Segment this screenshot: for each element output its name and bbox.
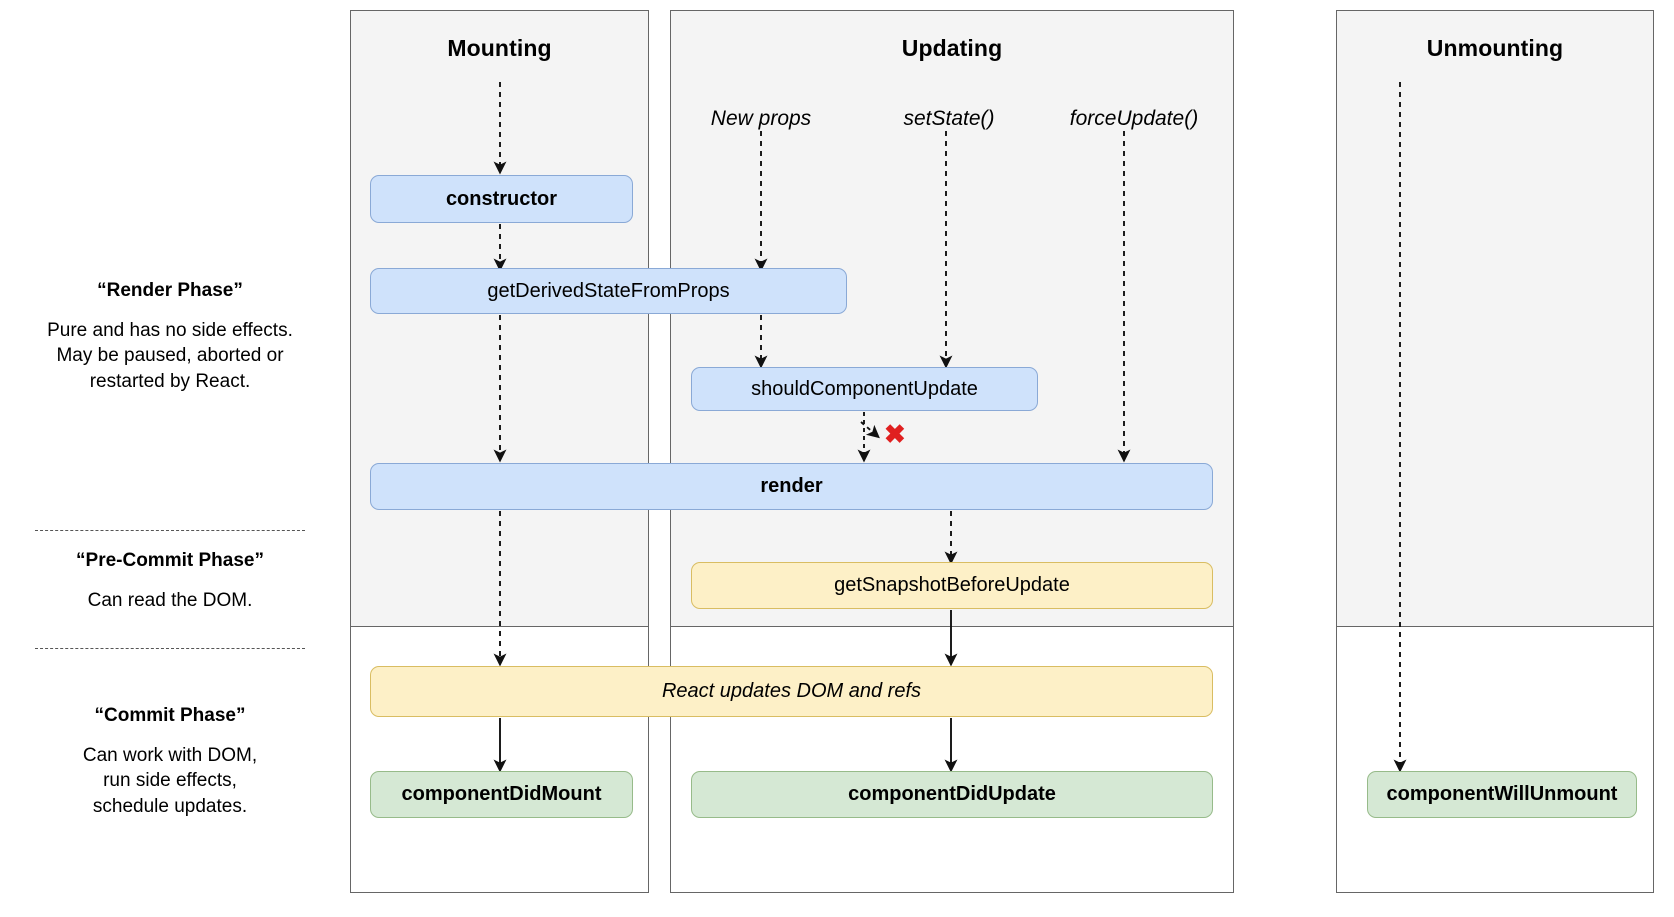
- should-component-update-false-x: ✖: [884, 419, 906, 449]
- legend-render-phase-title: “Render Phase”: [97, 280, 243, 301]
- node-react-updates-dom-and-refs[interactable]: React updates DOM and refs: [370, 666, 1213, 717]
- node-render[interactable]: render: [370, 463, 1213, 510]
- trigger-new-props: New props: [710, 107, 812, 130]
- legend-render-phase-body: Pure and has no side effects. May be pau…: [47, 320, 293, 392]
- node-constructor[interactable]: constructor: [370, 175, 633, 223]
- node-component-did-mount[interactable]: componentDidMount: [370, 771, 633, 818]
- legend-pre-commit-phase-title: “Pre-Commit Phase”: [76, 550, 264, 571]
- node-component-did-update[interactable]: componentDidUpdate: [691, 771, 1213, 818]
- legend-pre-commit-phase-body: Can read the DOM.: [87, 590, 253, 611]
- legend-commit-phase: “Commit Phase” Can work with DOM, run si…: [0, 705, 340, 819]
- legend-commit-phase-body: Can work with DOM, run side effects, sch…: [82, 745, 258, 817]
- column-unmounting: Unmounting: [1336, 10, 1654, 893]
- node-component-will-unmount[interactable]: componentWillUnmount: [1367, 771, 1637, 818]
- legend-render-phase: “Render Phase” Pure and has no side effe…: [0, 280, 340, 394]
- column-updating-title: Updating: [901, 35, 1003, 61]
- column-mounting-render-region: [351, 11, 648, 627]
- column-updating: Updating: [670, 10, 1234, 893]
- column-mounting: Mounting: [350, 10, 649, 893]
- column-mounting-title: Mounting: [447, 35, 552, 61]
- column-unmounting-render-region: [1337, 11, 1653, 627]
- legend-divider-top: [35, 530, 305, 531]
- trigger-set-state: setState(): [903, 107, 995, 130]
- trigger-force-update: forceUpdate(): [1069, 107, 1199, 130]
- legend-pre-commit-phase: “Pre-Commit Phase” Can read the DOM.: [0, 550, 340, 613]
- column-unmounting-title: Unmounting: [1426, 35, 1564, 61]
- node-get-snapshot-before-update[interactable]: getSnapshotBeforeUpdate: [691, 562, 1213, 609]
- node-should-component-update[interactable]: shouldComponentUpdate: [691, 367, 1038, 411]
- column-updating-render-region: [671, 11, 1233, 627]
- node-get-derived-state-from-props[interactable]: getDerivedStateFromProps: [370, 268, 847, 314]
- legend-divider-bottom: [35, 648, 305, 649]
- legend-commit-phase-title: “Commit Phase”: [94, 705, 246, 726]
